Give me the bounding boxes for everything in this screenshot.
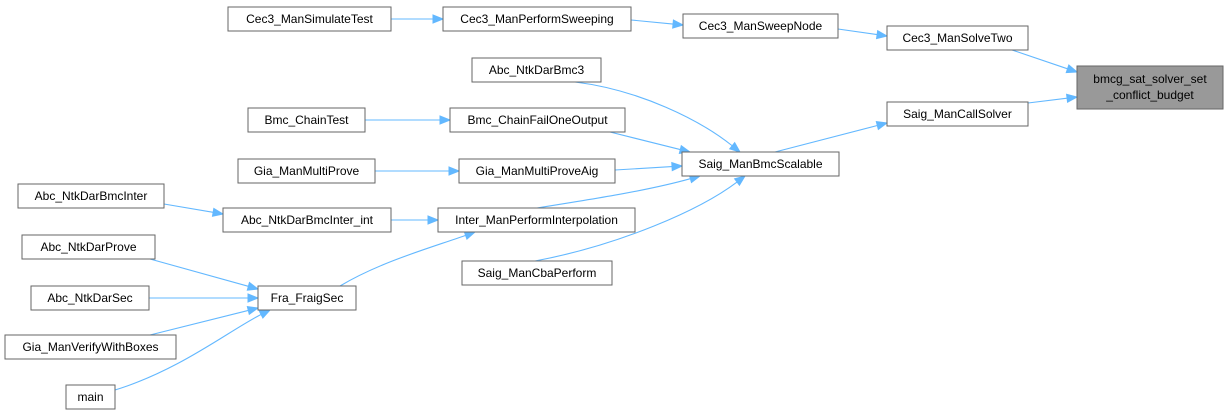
edge-callsolver-focus: [1027, 93, 1079, 104]
node-main[interactable]: main: [65, 384, 116, 410]
node-gia-multi-prove[interactable]: Gia_ManMultiProve: [237, 158, 376, 184]
node-label: Cec3_ManSolveTwo: [902, 31, 1012, 45]
node-abc-sec[interactable]: Abc_NtkDarSec: [30, 285, 150, 311]
node-bmc-chain-test[interactable]: Bmc_ChainTest: [247, 107, 366, 133]
node-label: Inter_ManPerformInterpolation: [455, 213, 618, 227]
node-label: Cec3_ManSimulateTest: [246, 12, 373, 26]
edge-cba-bmcscalable: [534, 175, 747, 262]
node-label: Cec3_ManPerformSweeping: [460, 12, 613, 26]
node-cec3-solve-two[interactable]: Cec3_ManSolveTwo: [886, 25, 1029, 51]
node-label: Abc_NtkDarProve: [40, 240, 136, 254]
node-label-line1: bmcg_sat_solver_set: [1093, 72, 1207, 86]
node-fra-fraigsec[interactable]: Fra_FraigSec: [257, 285, 357, 311]
edge-multiprove-multiproveaig: [375, 166, 461, 176]
node-label: Gia_ManMultiProveAig: [476, 164, 599, 178]
node-label: Saig_ManCallSolver: [903, 107, 1012, 121]
node-inter-perform[interactable]: Inter_ManPerformInterpolation: [437, 207, 636, 233]
node-label: Fra_FraigSec: [271, 291, 344, 305]
edge-bmc3-bmcscalable: [574, 81, 742, 153]
edge-multiproveaig-bmcscalable: [614, 161, 684, 172]
node-label: Gia_ManVerifyWithBoxes: [22, 340, 158, 354]
edge-bmcscalable-callsolver: [774, 121, 889, 153]
edge-verify-fraigsec: [149, 305, 260, 336]
edge-solvetwo-focus: [1011, 49, 1079, 74]
edge-performsweeping-sweepnode: [630, 19, 685, 29]
node-cec3-simulate-test[interactable]: Cec3_ManSimulateTest: [227, 6, 392, 32]
edge-bmcinter-bmcinterint: [163, 203, 225, 217]
node-label: Abc_NtkDarBmcInter_int: [241, 213, 374, 227]
node-label: Saig_ManBmcScalable: [698, 157, 822, 171]
node-cec3-perform-sweeping[interactable]: Cec3_ManPerformSweeping: [442, 6, 632, 32]
node-gia-verify[interactable]: Gia_ManVerifyWithBoxes: [4, 334, 177, 360]
node-label: Cec3_ManSweepNode: [699, 19, 823, 33]
node-abc-bmcinter-int[interactable]: Abc_NtkDarBmcInter_int: [222, 207, 392, 233]
node-focus[interactable]: bmcg_sat_solver_set _conflict_budget: [1076, 65, 1224, 110]
node-abc-prove[interactable]: Abc_NtkDarProve: [21, 234, 156, 260]
edge-fraigsec-interperform: [339, 231, 477, 287]
node-gia-multi-prove-aig[interactable]: Gia_ManMultiProveAig: [458, 158, 616, 184]
node-bmc-chain-fail[interactable]: Bmc_ChainFailOneOutput: [449, 107, 626, 133]
node-abc-bmcinter[interactable]: Abc_NtkDarBmcInter: [17, 183, 165, 209]
edge-chaintest-chainfail: [365, 115, 452, 125]
node-label-line2: _conflict_budget: [1105, 88, 1194, 102]
node-cec3-sweep-node[interactable]: Cec3_ManSweepNode: [682, 13, 839, 39]
edge-sweepnode-solvetwo: [837, 28, 889, 40]
node-label: Abc_NtkDarBmc3: [489, 63, 585, 77]
edge-bmcinterint-interperform: [391, 215, 440, 225]
node-saig-cba[interactable]: Saig_ManCbaPerform: [461, 260, 613, 286]
edge-sec-fraigsec: [149, 293, 260, 303]
node-label: Abc_NtkDarSec: [47, 291, 132, 305]
node-label: main: [77, 390, 103, 404]
edge-chainfail-bmcscalable: [609, 131, 692, 155]
edge-prove-fraigsec: [149, 258, 260, 291]
node-label: Saig_ManCbaPerform: [478, 266, 597, 280]
node-saig-call-solver[interactable]: Saig_ManCallSolver: [886, 101, 1029, 127]
node-abc-ntkdar-bmc3[interactable]: Abc_NtkDarBmc3: [471, 57, 602, 83]
node-label: Abc_NtkDarBmcInter: [35, 189, 148, 203]
node-label: Bmc_ChainFailOneOutput: [467, 113, 608, 127]
edge-simulatetest-performsweeping: [391, 14, 445, 24]
node-label: Bmc_ChainTest: [264, 113, 349, 127]
node-label: Gia_ManMultiProve: [254, 164, 360, 178]
node-saig-bmc-scalable[interactable]: Saig_ManBmcScalable: [681, 151, 840, 177]
